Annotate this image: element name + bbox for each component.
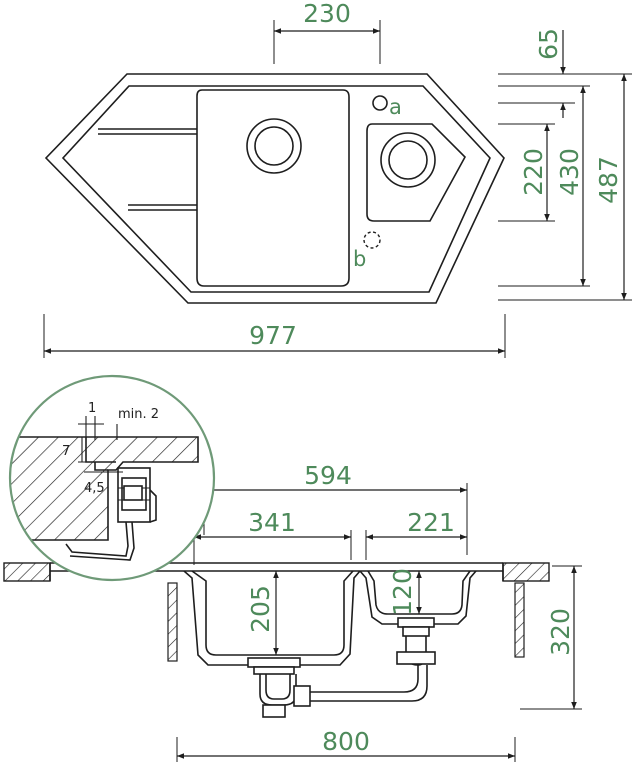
large-bowl-trap (247, 657, 311, 718)
tap-hole-icon (372, 95, 388, 111)
detail-dim-min2: min. 2 (118, 407, 159, 422)
dim-large-bowl-depth: 205 (246, 571, 279, 655)
dim-120-text: 120 (388, 568, 417, 616)
dim-220-text: 220 (519, 148, 548, 196)
countertop-left (3, 562, 51, 582)
dim-overall-width: 977 (43, 314, 506, 358)
detail-circle-frame (8, 374, 216, 582)
cabinet-wall-left (167, 582, 178, 662)
small-bowl-drain (380, 132, 436, 188)
dim-341-text: 341 (248, 508, 296, 537)
dim-977-text: 977 (249, 321, 297, 350)
connector-pipe (310, 665, 428, 702)
detail-countertop-section (10, 436, 199, 541)
dim-230-text: 230 (303, 0, 351, 28)
detail-dim-1: 1 (88, 401, 96, 416)
dim-drain-spacing: 230 (273, 0, 381, 64)
dim-430-text: 430 (555, 148, 584, 196)
dim-small-bowl-depth: 120 (388, 568, 422, 616)
dim-right-stack: 65 220 430 487 (498, 28, 632, 301)
overflow-icon (363, 231, 381, 249)
detail-sink-flange (85, 437, 116, 471)
large-bowl-outline (196, 89, 350, 287)
detail-mounting-clip (65, 467, 157, 561)
sink-inner-outline (61, 85, 491, 293)
small-bowl-drain-section (396, 617, 436, 666)
dim-205-text: 205 (246, 585, 275, 633)
dim-cabinet-width: 800 (176, 727, 516, 762)
small-bowl-outline (366, 123, 466, 222)
dim-487-text: 487 (594, 156, 623, 204)
detail-dim-4-5: 4,5 (84, 481, 105, 496)
tap-hole-label: a (389, 95, 402, 119)
detail-view: 1 min. 2 7 4,5 (8, 374, 216, 582)
large-bowl-drain (246, 118, 302, 174)
detail-dim-7: 7 (62, 444, 70, 459)
sink-rim (49, 562, 504, 581)
dim-594-text: 594 (304, 461, 352, 490)
dim-small-bowl-width: 221 (365, 508, 467, 560)
top-view: a b 230 65 220 430 487 (43, 0, 632, 358)
dim-drain-to-drain: 594 (203, 461, 468, 555)
dim-large-bowl-width: 341 (193, 508, 352, 565)
overflow-label: b (353, 247, 366, 271)
dim-800-text: 800 (322, 727, 370, 756)
dim-65-text: 65 (534, 28, 563, 60)
dim-221-text: 221 (407, 508, 455, 537)
drainboard-grooves (98, 128, 197, 211)
dim-320-text: 320 (546, 608, 575, 656)
sink-outer-outline (44, 73, 505, 304)
countertop-right (502, 562, 550, 582)
cabinet-wall-right (514, 582, 525, 658)
small-bowl-section (359, 570, 477, 625)
section-view: 594 341 221 205 120 320 (3, 461, 582, 762)
dim-installation-height: 320 (520, 565, 582, 710)
